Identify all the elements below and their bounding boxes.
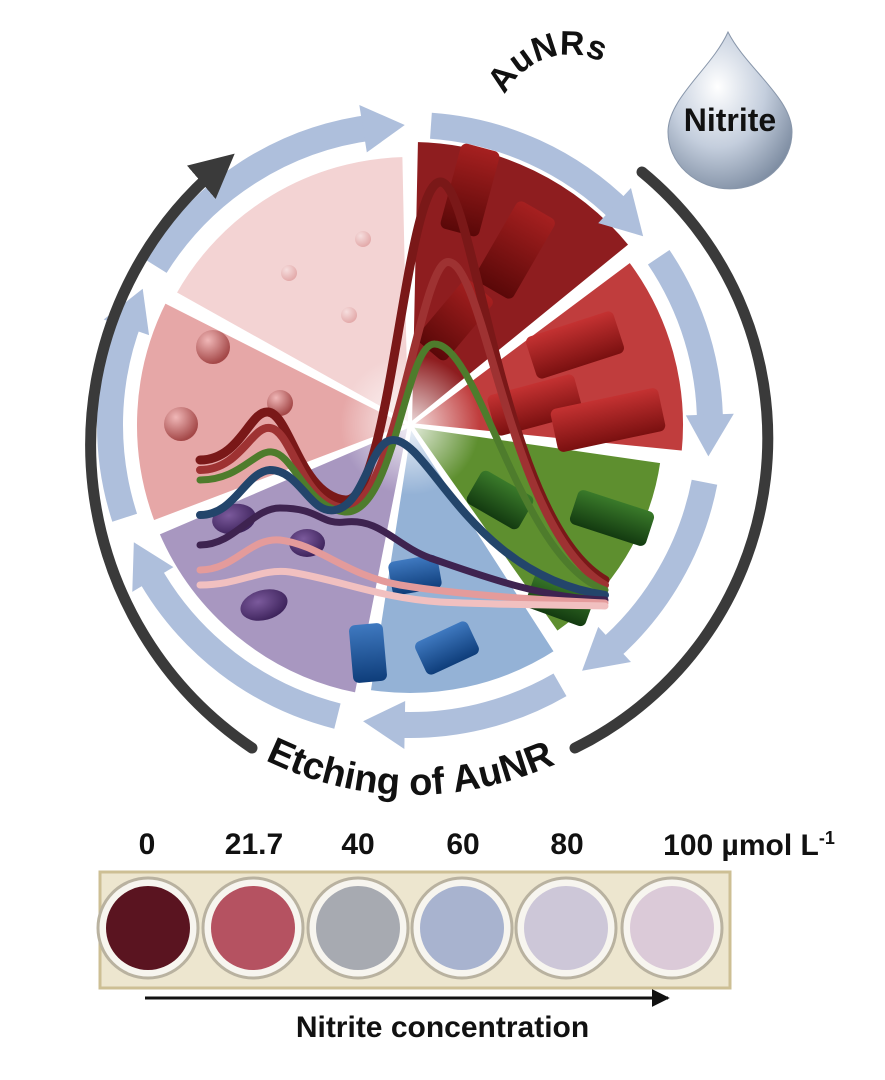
spectrum-curve	[196, 257, 609, 589]
concentration-value: 80	[550, 828, 584, 861]
nanosphere	[355, 231, 371, 247]
nitrite-drop-label: Nitrite	[684, 102, 776, 138]
spectrum-curve	[195, 177, 610, 585]
ring-arrow-segment	[429, 112, 632, 223]
ring-arrow-head	[598, 188, 644, 237]
top-arc-text-wrap: AuNRs	[480, 25, 612, 100]
spectrum-curve	[196, 435, 609, 599]
well-plate	[96, 870, 732, 990]
nanorod	[466, 470, 534, 530]
sector-purple	[154, 421, 413, 698]
spectrum-curve	[196, 504, 609, 604]
well-sample	[420, 886, 504, 970]
concentration-unit-exponent: -1	[818, 828, 835, 848]
ring-arrow-group	[97, 104, 734, 749]
nanorod	[569, 490, 655, 546]
ring-arrow-head	[103, 288, 150, 336]
concentration-value: 60	[446, 828, 480, 861]
well-sample	[211, 886, 295, 970]
aunrs-arc-label: AuNRs	[480, 25, 612, 100]
concentration-label: 40	[341, 828, 374, 862]
concentration-unit: µmol L	[713, 829, 819, 862]
ring-arrow-segment	[136, 564, 341, 729]
concentration-label: 21.7	[225, 828, 283, 862]
well-sample	[524, 886, 608, 970]
nitrite-drop: Nitrite	[667, 30, 793, 190]
concentration-label: 80	[550, 828, 583, 862]
spectra-group	[195, 177, 610, 610]
ring-arrow-head	[359, 104, 405, 153]
nanosphere	[164, 407, 198, 441]
concentration-label: 100 µmol L-1	[663, 828, 835, 863]
outer-cycle-arrow-right	[569, 166, 774, 754]
concentration-value: 0	[138, 828, 156, 861]
ring-arrow-segment	[97, 312, 143, 522]
sector-pale-pink	[171, 153, 413, 429]
outer-cycle-arrow-left	[85, 153, 258, 754]
ring-arrow-segment	[144, 114, 376, 273]
nanosphere	[281, 265, 297, 281]
concentration-value: 100	[663, 829, 714, 862]
spectrum-curve	[196, 567, 609, 610]
concentration-label: 60	[446, 828, 479, 862]
sector-group	[133, 138, 687, 698]
concentration-label: 0	[139, 828, 156, 862]
well-sample	[630, 886, 714, 970]
nanorod	[475, 201, 555, 299]
concentration-value: 40	[341, 828, 375, 861]
ring-arrow-head	[132, 542, 174, 592]
concentration-axis-label: Nitrite concentration	[295, 1011, 590, 1044]
nanosphere	[196, 330, 230, 364]
ring-arrow-head	[685, 413, 734, 457]
well-sample	[316, 886, 400, 970]
spectrum-curve	[196, 536, 609, 607]
ring-arrow-segment	[393, 673, 567, 738]
ring-arrow-segment	[647, 249, 723, 426]
well-sample	[106, 886, 190, 970]
ring-arrow-head	[582, 626, 631, 671]
nanoparticle	[240, 589, 288, 621]
nanorod	[526, 311, 624, 379]
concentration-value: 21.7	[224, 828, 284, 861]
ring-arrow-head	[363, 700, 406, 749]
nanosphere	[341, 307, 357, 323]
ring-arrow-segment	[598, 479, 718, 662]
nanorod	[349, 623, 387, 683]
drop-icon	[667, 30, 793, 190]
nanorod	[415, 621, 479, 675]
nanorod	[550, 388, 666, 452]
spectrum-curve	[196, 340, 609, 594]
